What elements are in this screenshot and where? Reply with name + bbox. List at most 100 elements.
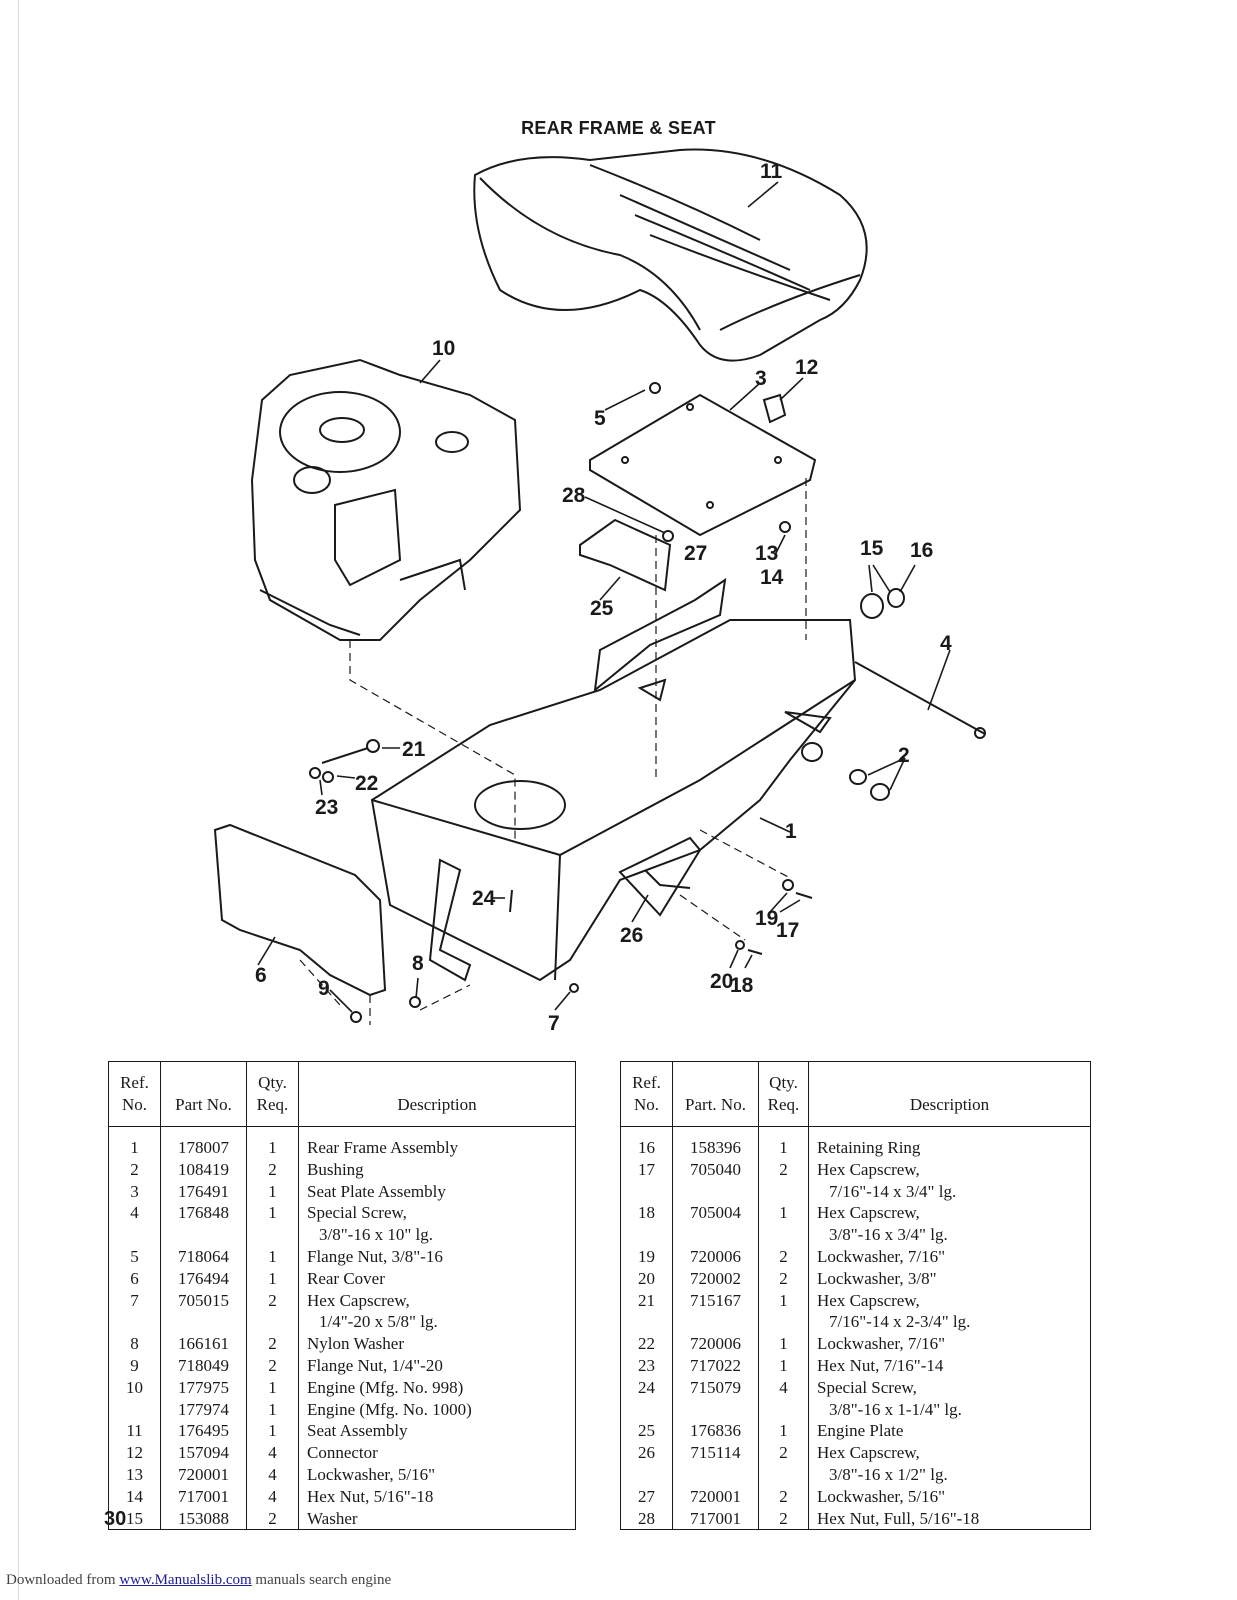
- ref-cell: 5: [108, 1245, 161, 1268]
- callout-27: 27: [684, 542, 707, 565]
- callout-14: 14: [760, 566, 784, 589]
- ref-cell: 7: [108, 1289, 161, 1334]
- description-cell: Hex Capscrew,7/16"-14 x 2-3/4" lg.: [808, 1289, 1091, 1334]
- ref-cell: 14: [108, 1485, 161, 1508]
- description-line: Hex Nut, 5/16"-18: [307, 1486, 434, 1506]
- description-line: Special Screw,: [817, 1377, 917, 1397]
- part-number-cell: 157094: [160, 1442, 247, 1464]
- description-line: Bushing: [307, 1159, 364, 1179]
- exploded-parts-diagram: 11 10 12 3 5 28 27 13 14 15 16 25 4 21 2…: [213, 148, 986, 1035]
- description-cell: Special Screw,3/8"-16 x 1-1/4" lg.: [808, 1376, 1091, 1421]
- ref-cell: 25: [620, 1420, 673, 1443]
- special-screw-drawing: [854, 661, 986, 735]
- description-line: Lockwasher, 5/16": [817, 1486, 946, 1506]
- description-cell: Lockwasher, 3/8": [808, 1267, 1091, 1290]
- description-cell: Engine Plate: [808, 1420, 1091, 1443]
- quantity-cell: 1: [246, 1180, 299, 1203]
- ref-cell: 18: [620, 1202, 673, 1246]
- header-part: Part No.: [160, 1061, 247, 1127]
- part-number-cell: 177975: [160, 1376, 247, 1399]
- ref-cell: 10: [108, 1376, 161, 1399]
- part-number-cell: 176494: [160, 1267, 247, 1290]
- ref-cell: 16: [620, 1126, 673, 1159]
- description-line: Seat Plate Assembly: [307, 1181, 446, 1201]
- description-line: Hex Capscrew,: [307, 1290, 410, 1310]
- description-cell: Rear Frame Assembly: [298, 1126, 576, 1159]
- ref-cell: 13: [108, 1463, 161, 1486]
- description-cell: Connector: [298, 1442, 576, 1464]
- manualslib-link[interactable]: www.Manualslib.com: [119, 1572, 252, 1588]
- ref-cell: 15: [108, 1507, 161, 1531]
- callout-21: 21: [402, 738, 426, 761]
- part-number-cell: 176495: [160, 1420, 247, 1443]
- callout-9: 9: [318, 977, 330, 1000]
- part-number-cell: 720001: [672, 1485, 759, 1508]
- description-line: Washer: [307, 1508, 358, 1528]
- description-line: Hex Capscrew,: [817, 1443, 920, 1463]
- description-cell: Hex Nut, 5/16"-18: [298, 1485, 576, 1508]
- ref-cell: 12: [108, 1442, 161, 1464]
- seat-plate-drawing: [589, 393, 817, 537]
- ref-cell: 19: [620, 1245, 673, 1268]
- seat-drawing: [473, 148, 868, 362]
- part-number-cell: 717001: [672, 1507, 759, 1531]
- quantity-cell: 1: [758, 1354, 809, 1377]
- callout-16: 16: [910, 539, 933, 562]
- ref-cell: 8: [108, 1333, 161, 1355]
- ref-cell: 17: [620, 1158, 673, 1203]
- description-line: Engine (Mfg. No. 998): [307, 1377, 464, 1397]
- callout-13: 13: [755, 542, 778, 565]
- part-number-cell: 108419: [160, 1158, 247, 1181]
- footer: Downloaded from www.Manualslib.com manua…: [6, 1572, 392, 1588]
- description-cell: Lockwasher, 5/16": [808, 1485, 1091, 1508]
- quantity-cell: 1: [246, 1398, 299, 1421]
- header-qty: Qty.Req.: [758, 1061, 809, 1127]
- ref-cell: 6: [108, 1267, 161, 1290]
- description-cell: Retaining Ring: [808, 1126, 1091, 1159]
- ref-cell: [108, 1398, 161, 1421]
- description-cell: Seat Plate Assembly: [298, 1180, 576, 1203]
- callout-6: 6: [255, 964, 267, 987]
- part-number-cell: 717022: [672, 1354, 759, 1377]
- engine-plate-drawing: [579, 518, 672, 592]
- quantity-cell: 1: [246, 1420, 299, 1443]
- description-cell: Lockwasher, 5/16": [298, 1463, 576, 1486]
- callout-15: 15: [860, 537, 884, 560]
- description-line-2: 1/4"-20 x 5/8" lg.: [319, 1312, 438, 1332]
- description-cell: Hex Capscrew,3/8"-16 x 1/2" lg.: [808, 1442, 1091, 1486]
- part-number-cell: 718064: [160, 1245, 247, 1268]
- callout-20: 20: [710, 970, 733, 993]
- callout-1: 1: [785, 820, 797, 843]
- part-number-cell: 176491: [160, 1180, 247, 1203]
- quantity-cell: 2: [758, 1245, 809, 1268]
- callout-23: 23: [315, 796, 338, 819]
- quantity-cell: 2: [758, 1158, 809, 1203]
- part-number-cell: 176836: [672, 1420, 759, 1443]
- description-cell: Lockwasher, 7/16": [808, 1245, 1091, 1268]
- description-line: Flange Nut, 3/8"-16: [307, 1246, 443, 1266]
- description-cell: Hex Nut, Full, 5/16"-18: [808, 1507, 1091, 1531]
- quantity-cell: 1: [246, 1202, 299, 1246]
- part-number-cell: 715114: [672, 1442, 759, 1486]
- header-ref: Ref.No.: [620, 1061, 673, 1127]
- part-number-cell: 705040: [672, 1158, 759, 1203]
- description-cell: Flange Nut, 3/8"-16: [298, 1245, 576, 1268]
- page-title: REAR FRAME & SEAT: [521, 118, 716, 138]
- quantity-cell: 2: [246, 1158, 299, 1181]
- part-number-cell: 720002: [672, 1267, 759, 1290]
- description-line: Seat Assembly: [307, 1421, 408, 1441]
- description-line: Connector: [307, 1443, 378, 1463]
- description-line: Hex Capscrew,: [817, 1290, 920, 1310]
- callout-24: 24: [472, 887, 496, 910]
- description-line-2: 3/8"-16 x 1-1/4" lg.: [829, 1399, 962, 1419]
- description-line: Lockwasher, 3/8": [817, 1268, 937, 1288]
